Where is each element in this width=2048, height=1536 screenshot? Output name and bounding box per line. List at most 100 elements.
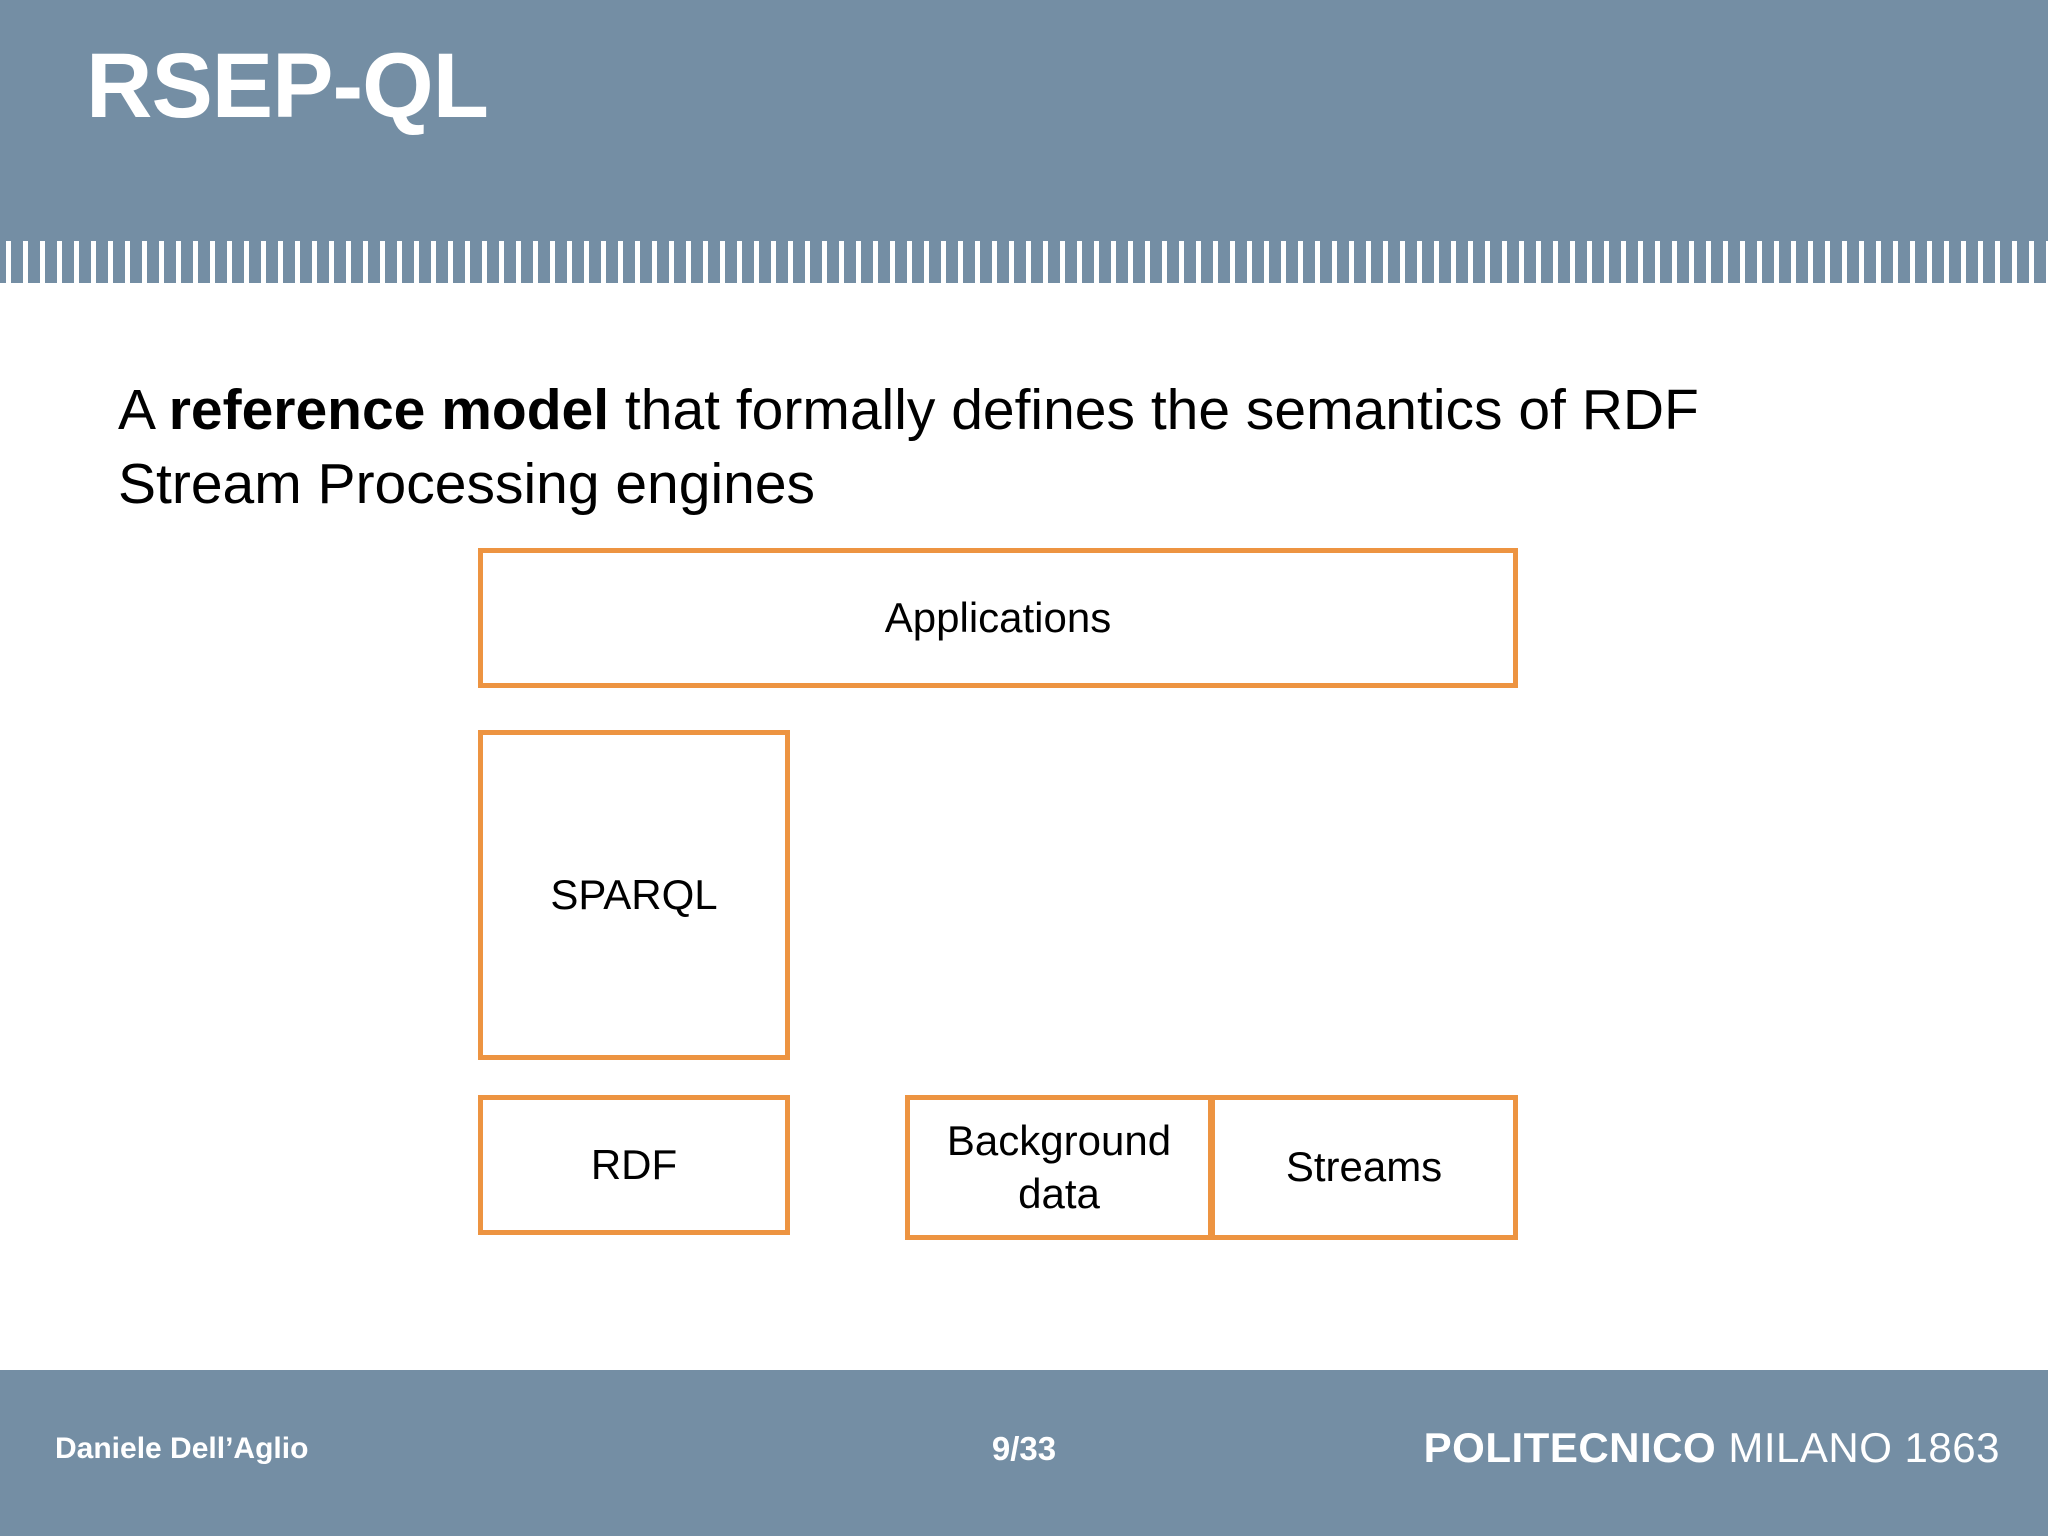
tick-mark [1876, 241, 1881, 283]
tick-mark [1791, 241, 1796, 283]
tick-mark [2046, 241, 2048, 283]
diagram-box-background-data: Background data [905, 1095, 1213, 1240]
politecnico-milano-logo: POLITECNICO MILANO 1863 [1424, 1424, 2000, 1472]
tick-mark [1128, 241, 1133, 283]
tick-mark [1587, 241, 1592, 283]
tick-mark [1043, 241, 1048, 283]
body-text-lead: A [118, 378, 169, 442]
tick-mark [1077, 241, 1082, 283]
tick-mark [1689, 241, 1694, 283]
tick-mark [295, 241, 300, 283]
tick-mark [1859, 241, 1864, 283]
footer-author: Daniele Dell’Aglio [55, 1432, 309, 1465]
tick-mark [142, 241, 147, 283]
diagram-box-applications: Applications [478, 548, 1518, 688]
tick-mark [125, 241, 130, 283]
tick-mark [1808, 241, 1813, 283]
tick-mark [941, 241, 946, 283]
tick-mark [1655, 241, 1660, 283]
tick-mark [380, 241, 385, 283]
tick-mark [1349, 241, 1354, 283]
tick-mark [227, 241, 232, 283]
tick-mark [465, 241, 470, 283]
slide-body: A reference model that formally defines … [0, 283, 2048, 1370]
body-paragraph: A reference model that formally defines … [118, 373, 1838, 521]
tick-mark [1825, 241, 1830, 283]
tick-mark [618, 241, 623, 283]
tick-mark [57, 241, 62, 283]
tick-mark [1468, 241, 1473, 283]
tick-mark [1723, 241, 1728, 283]
tick-mark [278, 241, 283, 283]
tick-mark [1400, 241, 1405, 283]
tick-mark [193, 241, 198, 283]
tick-mark [958, 241, 963, 283]
tick-mark [635, 241, 640, 283]
tick-mark [482, 241, 487, 283]
tick-mark [329, 241, 334, 283]
tick-mark [703, 241, 708, 283]
tick-mark [1944, 241, 1949, 283]
tick-mark [1264, 241, 1269, 283]
diagram-box-applications-label: Applications [884, 593, 1112, 641]
tick-mark [1672, 241, 1677, 283]
tick-mark [1638, 241, 1643, 283]
footer-band: Daniele Dell’Aglio 9/33 POLITECNICO MILA… [0, 1370, 2048, 1536]
tick-mark [1502, 241, 1507, 283]
tick-mark [567, 241, 572, 283]
tick-mark [261, 241, 266, 283]
tick-mark [1026, 241, 1031, 283]
tick-mark [1247, 241, 1252, 283]
tick-mark [1094, 241, 1099, 283]
tick-mark [1536, 241, 1541, 283]
tick-mark [1060, 241, 1065, 283]
tick-mark [1570, 241, 1575, 283]
tick-mark [822, 241, 827, 283]
tick-mark [91, 241, 96, 283]
tick-mark [737, 241, 742, 283]
tick-mark [1893, 241, 1898, 283]
tick-mark [397, 241, 402, 283]
tick-mark [1332, 241, 1337, 283]
diagram-box-background-data-label: Background data [946, 1117, 1172, 1217]
tick-mark [244, 241, 249, 283]
tick-mark [2012, 241, 2017, 283]
tick-mark [1179, 241, 1184, 283]
tick-strip-decoration [0, 241, 2048, 283]
tick-mark [108, 241, 113, 283]
diagram-box-sparql: SPARQL [478, 730, 790, 1060]
tick-mark [873, 241, 878, 283]
diagram-box-rdf-label: RDF [590, 1140, 678, 1188]
tick-mark [669, 241, 674, 283]
tick-mark [1706, 241, 1711, 283]
tick-mark [1281, 241, 1286, 283]
tick-mark [1485, 241, 1490, 283]
tick-mark [1145, 241, 1150, 283]
tick-mark [992, 241, 997, 283]
logo-text-milano-1863: MILANO 1863 [1728, 1424, 2000, 1471]
tick-mark [1196, 241, 1201, 283]
tick-mark [856, 241, 861, 283]
architecture-diagram: Applications SPARQL RDF Background data … [0, 283, 2048, 1370]
tick-mark [1417, 241, 1422, 283]
tick-mark [1774, 241, 1779, 283]
body-text-tail: that formally defines the semantics of R… [118, 378, 1699, 517]
tick-mark [1910, 241, 1915, 283]
tick-mark [1315, 241, 1320, 283]
diagram-box-streams-label: Streams [1285, 1143, 1443, 1191]
tick-mark [159, 241, 164, 283]
tick-mark [720, 241, 725, 283]
tick-mark [1111, 241, 1116, 283]
tick-mark [1230, 241, 1235, 283]
tick-mark [1927, 241, 1932, 283]
diagram-box-sparql-label: SPARQL [550, 870, 718, 918]
tick-mark [1434, 241, 1439, 283]
tick-mark [210, 241, 215, 283]
header-band: RSEP-QL [0, 0, 2048, 241]
tick-mark [1366, 241, 1371, 283]
tick-mark [1621, 241, 1626, 283]
tick-mark [1842, 241, 1847, 283]
tick-mark [431, 241, 436, 283]
tick-mark [584, 241, 589, 283]
